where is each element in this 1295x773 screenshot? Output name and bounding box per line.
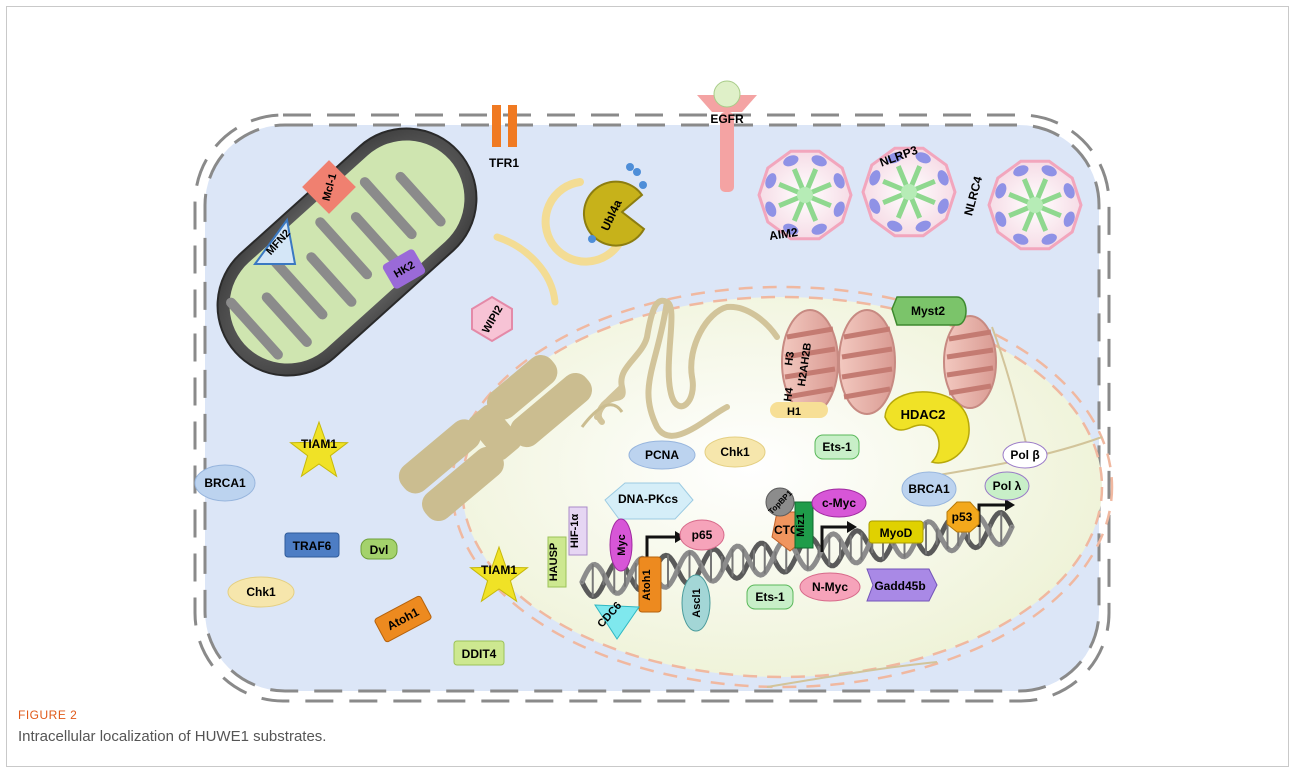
dvl-label: Dvl — [370, 543, 389, 557]
dnapkcs-protein: DNA-PKcs — [605, 483, 693, 519]
ascl1-label: Ascl1 — [691, 588, 703, 617]
chk1-nuc: Chk1 — [705, 437, 765, 467]
ddit4-label: DDIT4 — [462, 647, 497, 661]
ets1-top-label: Ets-1 — [822, 440, 852, 454]
cmyc-label: c-Myc — [822, 496, 856, 510]
gadd45b-label: Gadd45b — [874, 579, 925, 593]
ascl1-protein: Ascl1 — [682, 575, 710, 631]
chk1-cyto-label: Chk1 — [246, 585, 276, 599]
nmyc-label: N-Myc — [812, 580, 848, 594]
myst2-label: Myst2 — [911, 304, 945, 318]
nucleosome-2 — [839, 310, 895, 414]
cmyc-protein: c-Myc — [812, 489, 866, 517]
hdac2-label: HDAC2 — [901, 407, 946, 422]
myc-protein: Myc — [610, 519, 632, 571]
nmyc-protein: N-Myc — [800, 573, 860, 601]
miz1-protein: Miz1 — [795, 502, 813, 548]
brca1-nuc-label: BRCA1 — [908, 482, 950, 496]
cell-diagram: TFR1 EGFR Mcl-1 MFN2 HK2 Ubl4a WIPI2 AIM… — [7, 7, 1290, 707]
chk1-nuc-label: Chk1 — [720, 445, 750, 459]
inflammasomes — [759, 148, 1081, 248]
figure-caption: Intracellular localization of HUWE1 subs… — [18, 728, 326, 745]
hausp-protein: HAUSP — [548, 537, 566, 587]
myc-label: Myc — [616, 534, 628, 555]
nucleosome-3 — [944, 316, 996, 408]
traf6-label: TRAF6 — [293, 539, 332, 553]
figure-frame: TFR1 EGFR Mcl-1 MFN2 HK2 Ubl4a WIPI2 AIM… — [6, 6, 1289, 767]
hif1a-label: HIF-1α — [569, 514, 581, 549]
chk1-cyto: Chk1 — [228, 577, 294, 607]
pcna-label: PCNA — [645, 448, 679, 462]
pcna-protein: PCNA — [629, 441, 695, 469]
hausp-label: HAUSP — [548, 543, 560, 582]
nlrc4-inflammasome — [989, 161, 1081, 248]
p65-label: p65 — [692, 528, 713, 542]
traf6-protein: TRAF6 — [285, 533, 339, 557]
miz1-label: Miz1 — [795, 513, 807, 537]
myod-label: MyoD — [880, 526, 913, 540]
h4-label: H4 — [782, 386, 796, 402]
pol-beta: Pol β — [1003, 442, 1047, 468]
brca1-cyto-label: BRCA1 — [204, 476, 246, 490]
nlrp3-inflammasome — [863, 148, 955, 235]
ets1-bot-label: Ets-1 — [755, 590, 785, 604]
myod-protein: MyoD — [869, 521, 923, 543]
tiam1-cyto-label: TIAM1 — [301, 437, 337, 451]
pol-lambda: Pol λ — [985, 472, 1029, 500]
pol-beta-label: Pol β — [1010, 448, 1039, 462]
h3-label: H3 — [783, 351, 797, 367]
hif1a-protein: HIF-1α — [569, 507, 587, 555]
h1-label: H1 — [787, 406, 801, 418]
brca1-cyto: BRCA1 — [195, 465, 255, 501]
figure-label: FIGURE 2 — [18, 708, 77, 722]
pol-lambda-label: Pol λ — [993, 479, 1022, 493]
ddit4-protein: DDIT4 — [454, 641, 504, 665]
dvl-protein: Dvl — [361, 539, 397, 559]
p65-protein: p65 — [680, 520, 724, 550]
dnapkcs-label: DNA-PKcs — [618, 492, 678, 506]
aim2-inflammasome — [759, 151, 851, 238]
gadd45b-protein: Gadd45b — [867, 569, 937, 601]
ets1-top: Ets-1 — [815, 435, 859, 459]
egfr-label: EGFR — [710, 112, 744, 126]
ets1-bot: Ets-1 — [747, 585, 793, 609]
brca1-nuc: BRCA1 — [902, 472, 956, 506]
p53-protein: p53 — [947, 502, 979, 532]
atoh1-nuc-label: Atoh1 — [641, 569, 653, 600]
tfr1-label: TFR1 — [489, 156, 519, 170]
atoh1-nuc: Atoh1 — [639, 557, 661, 612]
p53-label: p53 — [952, 510, 973, 524]
topbp1-protein: TopBP1 — [766, 488, 794, 516]
tiam1-nuc-label: TIAM1 — [481, 563, 517, 577]
